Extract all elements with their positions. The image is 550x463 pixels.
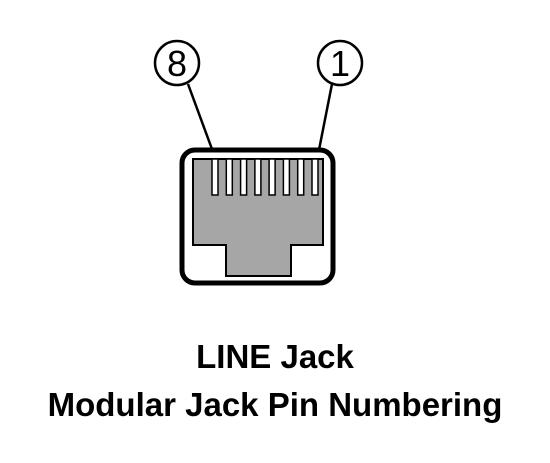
jack-title: LINE Jack xyxy=(196,338,354,375)
pin-8-callout: 8 xyxy=(153,39,201,87)
jack-subtitle: Modular Jack Pin Numbering xyxy=(47,386,503,423)
pin-contact xyxy=(311,158,319,196)
jack-socket xyxy=(192,158,324,277)
pin-1-callout-label: 1 xyxy=(330,43,350,84)
pin-8-leader-line xyxy=(186,83,218,161)
pin-contacts xyxy=(211,158,319,196)
pin-contact xyxy=(254,158,262,196)
pin-contact xyxy=(282,158,291,196)
pin-1-callout: 1 xyxy=(316,39,364,87)
pin-1-leader-line xyxy=(315,83,334,161)
pin-8-callout-circle xyxy=(153,39,201,87)
pin-contact xyxy=(239,158,248,196)
pin-8-callout-label: 8 xyxy=(167,43,187,84)
modular-jack-diagram: 8 1 xyxy=(153,39,364,286)
pin-contact xyxy=(268,158,276,196)
pin-1-callout-circle xyxy=(316,39,364,87)
pin-contact xyxy=(211,158,219,196)
pin-contact xyxy=(296,158,305,196)
pin-contact xyxy=(225,158,234,196)
